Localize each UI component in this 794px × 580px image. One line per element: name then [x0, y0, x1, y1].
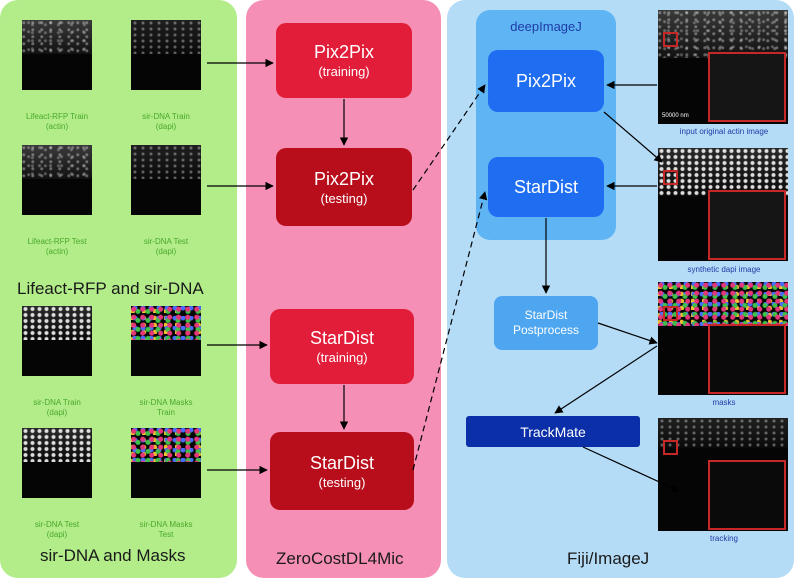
arrow — [582, 446, 680, 492]
tracking-caption: tracking — [709, 534, 738, 543]
sirdna-test-image — [131, 145, 201, 215]
synthetic-dapi-image — [658, 148, 788, 261]
zoom-inset — [708, 324, 786, 394]
input-image-caption: input original actin image — [679, 127, 769, 136]
arrow — [603, 111, 663, 163]
dashed-arrow — [412, 191, 488, 471]
pix2pix-training-box: Pix2Pix(training) — [276, 23, 412, 98]
sirdna-train-image — [131, 20, 201, 90]
sirdna-masks-train-image — [131, 306, 201, 376]
scale-bar-label: 50000 nm — [662, 113, 689, 119]
arrow — [554, 345, 658, 414]
lifeact-sirdna-title: Lifeact-RFP and sir-DNA — [17, 279, 204, 298]
stardist-training-box: StarDist(training) — [270, 309, 414, 384]
thumb-caption: sir-DNA Test(dapi) — [34, 520, 80, 539]
thumb-caption: sir-DNA Test(dapi) — [143, 237, 189, 256]
zoom-inset — [708, 190, 786, 260]
pix2pix-testing-box: Pix2Pix(testing) — [276, 148, 412, 226]
sirdna-masks-title: sir-DNA and Masks — [40, 546, 186, 565]
zoom-inset — [708, 460, 786, 530]
lifeact-train-image — [22, 20, 92, 90]
sirdna-test-image-2 — [22, 428, 92, 498]
thumb-caption: sir-DNA Train(dapi) — [142, 112, 190, 131]
thumb-caption: sir-DNA Train(dapi) — [33, 398, 81, 417]
arrow — [597, 322, 658, 345]
synthetic-image-caption: synthetic dapi image — [687, 265, 761, 274]
stardist-testing-box: StarDist(testing) — [270, 432, 414, 510]
zoom-inset — [708, 52, 786, 122]
masks-caption: masks — [712, 398, 736, 407]
input-actin-image: 50000 nm — [658, 10, 788, 124]
dashed-arrow — [412, 84, 486, 191]
fiji-imagej-title: Fiji/ImageJ — [567, 549, 650, 568]
sirdna-train-image-2 — [22, 306, 92, 376]
trackmate-box: TrackMate — [466, 416, 640, 447]
deepimagej-label: deepImageJ — [510, 19, 582, 34]
thumb-caption: Lifeact-RFP Train(actin) — [25, 112, 89, 131]
pix2pix-fiji-box: Pix2Pix — [488, 50, 604, 112]
tracking-image — [658, 418, 788, 531]
zerocostdl4mic-title: ZeroCostDL4Mic — [276, 549, 404, 568]
thumb-caption: Lifeact-RFP Test(actin) — [27, 237, 87, 256]
stardist-fiji-box: StarDist — [488, 157, 604, 217]
sirdna-masks-test-image — [131, 428, 201, 498]
masks-image — [658, 282, 788, 395]
lifeact-test-image — [22, 145, 92, 215]
